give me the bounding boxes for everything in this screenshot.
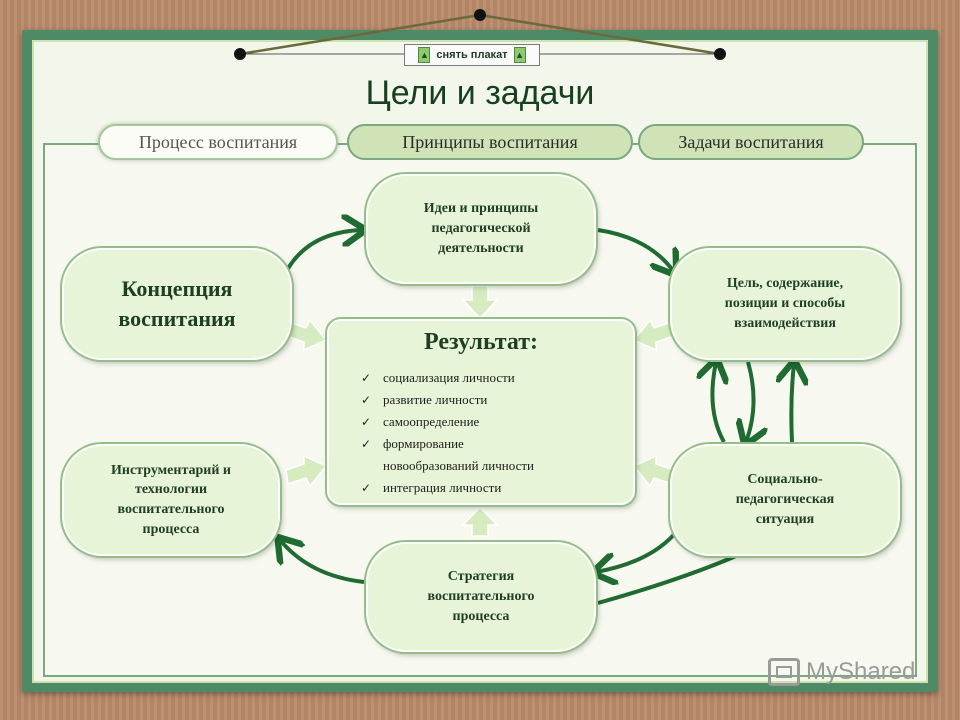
arrow-strategy-to-situation-tail <box>597 554 737 605</box>
list-item-text: самоопределение <box>383 414 480 429</box>
node-text: взаимодействия <box>734 316 836 332</box>
list-item: ✓ формирование новообразований личности <box>357 433 627 477</box>
up-arrow-icon: ▲ <box>418 47 431 63</box>
arrow-goal-to-situation <box>746 361 754 442</box>
node-ideas-principles: Идеи и принципы педагогической деятельно… <box>366 174 596 284</box>
node-text: процесса <box>142 521 200 537</box>
node-text: Идеи и принципы <box>423 200 539 216</box>
node-social-situation: Социально- педагогическая ситуация <box>670 444 900 556</box>
block-arrow-down <box>461 285 499 320</box>
result-title: Результат: <box>423 329 539 355</box>
node-concept: Концепция воспитания <box>62 248 292 360</box>
arrow-situation-to-strategy <box>596 528 680 572</box>
node-goal-content: Цель, содержание, позиции и способы взаи… <box>670 248 900 360</box>
arrow-strategy-to-tools <box>280 540 365 584</box>
checkmark-icon: ✓ <box>361 437 372 451</box>
remove-poster-button[interactable]: ▲ снять плакат ▲ <box>404 44 540 66</box>
block-arrow-up <box>461 505 499 537</box>
node-text: педагогическая <box>735 491 835 507</box>
node-text: Цель, содержание, <box>726 275 844 291</box>
tab-upbringing-process[interactable]: Процесс воспитания <box>98 124 338 160</box>
node-text: Стратегия <box>447 568 515 584</box>
list-item-text: социализация личности <box>383 370 515 385</box>
tab-upbringing-principles[interactable]: Принципы воспитания <box>347 124 633 160</box>
arrow-situation-to-goal-1 <box>712 362 724 443</box>
node-strategy: Стратегия воспитательного процесса <box>366 542 596 652</box>
arrow-ideas-to-goal <box>597 228 674 272</box>
node-text: позиции и способы <box>724 295 846 311</box>
result-list: ✓ социализация личности ✓ развитие личност… <box>357 367 627 499</box>
right-pin-icon <box>714 48 726 60</box>
list-item: ✓ интеграция личности <box>357 477 627 499</box>
result-box: Результат: ✓ социализация личности ✓ разви… <box>327 319 635 505</box>
node-text: ситуация <box>755 512 815 528</box>
node-text: деятельности <box>438 241 524 257</box>
checkmark-icon: ✓ <box>361 393 372 407</box>
list-item: ✓ развитие личности <box>357 389 627 411</box>
node-text: Инструментарий и <box>111 462 231 478</box>
tab-label: Задачи воспитания <box>678 131 824 152</box>
node-text: педагогической <box>431 220 531 236</box>
block-arrows <box>285 285 675 537</box>
tab-upbringing-tasks[interactable]: Задачи воспитания <box>638 124 864 160</box>
node-text: воспитательного <box>117 502 225 517</box>
left-pin-icon <box>234 48 246 60</box>
cycle-arrows <box>280 228 794 605</box>
block-arrow-from-goal <box>632 318 675 352</box>
list-item: ✓ социализация личности <box>357 367 627 389</box>
list-item-text: формирование <box>383 436 464 451</box>
projector-icon <box>768 658 800 686</box>
watermark-text: MyShared <box>806 658 916 685</box>
arrow-concept-to-ideas <box>284 230 362 273</box>
node-text: воспитательного <box>427 588 535 604</box>
page-title: Цели и задачи <box>365 74 595 112</box>
node-text: процесса <box>452 609 510 625</box>
node-tools-technologies: Инструментарий и технологии воспитательн… <box>62 444 280 556</box>
list-item-text: новообразований личности <box>383 458 534 473</box>
list-item-text: интеграция личности <box>383 480 502 495</box>
node-text: технологии <box>134 482 208 498</box>
node-text: воспитания <box>118 306 236 331</box>
tab-label: Процесс воспитания <box>138 131 298 152</box>
list-item: ✓ самоопределение <box>357 411 627 433</box>
checkmark-icon: ✓ <box>361 415 372 429</box>
arrow-situation-to-goal-2 <box>791 364 794 443</box>
block-arrow-from-situation <box>632 454 675 488</box>
block-arrow-from-tools <box>285 454 328 488</box>
up-arrow-icon: ▲ <box>513 47 526 63</box>
node-text: Социально- <box>747 471 823 487</box>
checkmark-icon: ✓ <box>361 371 372 385</box>
watermark: MyShared <box>768 655 915 689</box>
block-arrow-from-concept <box>285 318 328 352</box>
checkmark-icon: ✓ <box>361 481 372 495</box>
remove-poster-label: снять плакат <box>436 49 508 61</box>
top-pin-icon <box>474 9 486 21</box>
node-text: Концепция <box>121 276 233 302</box>
tab-label: Принципы воспитания <box>402 131 578 152</box>
list-item-text: развитие личности <box>383 392 488 407</box>
